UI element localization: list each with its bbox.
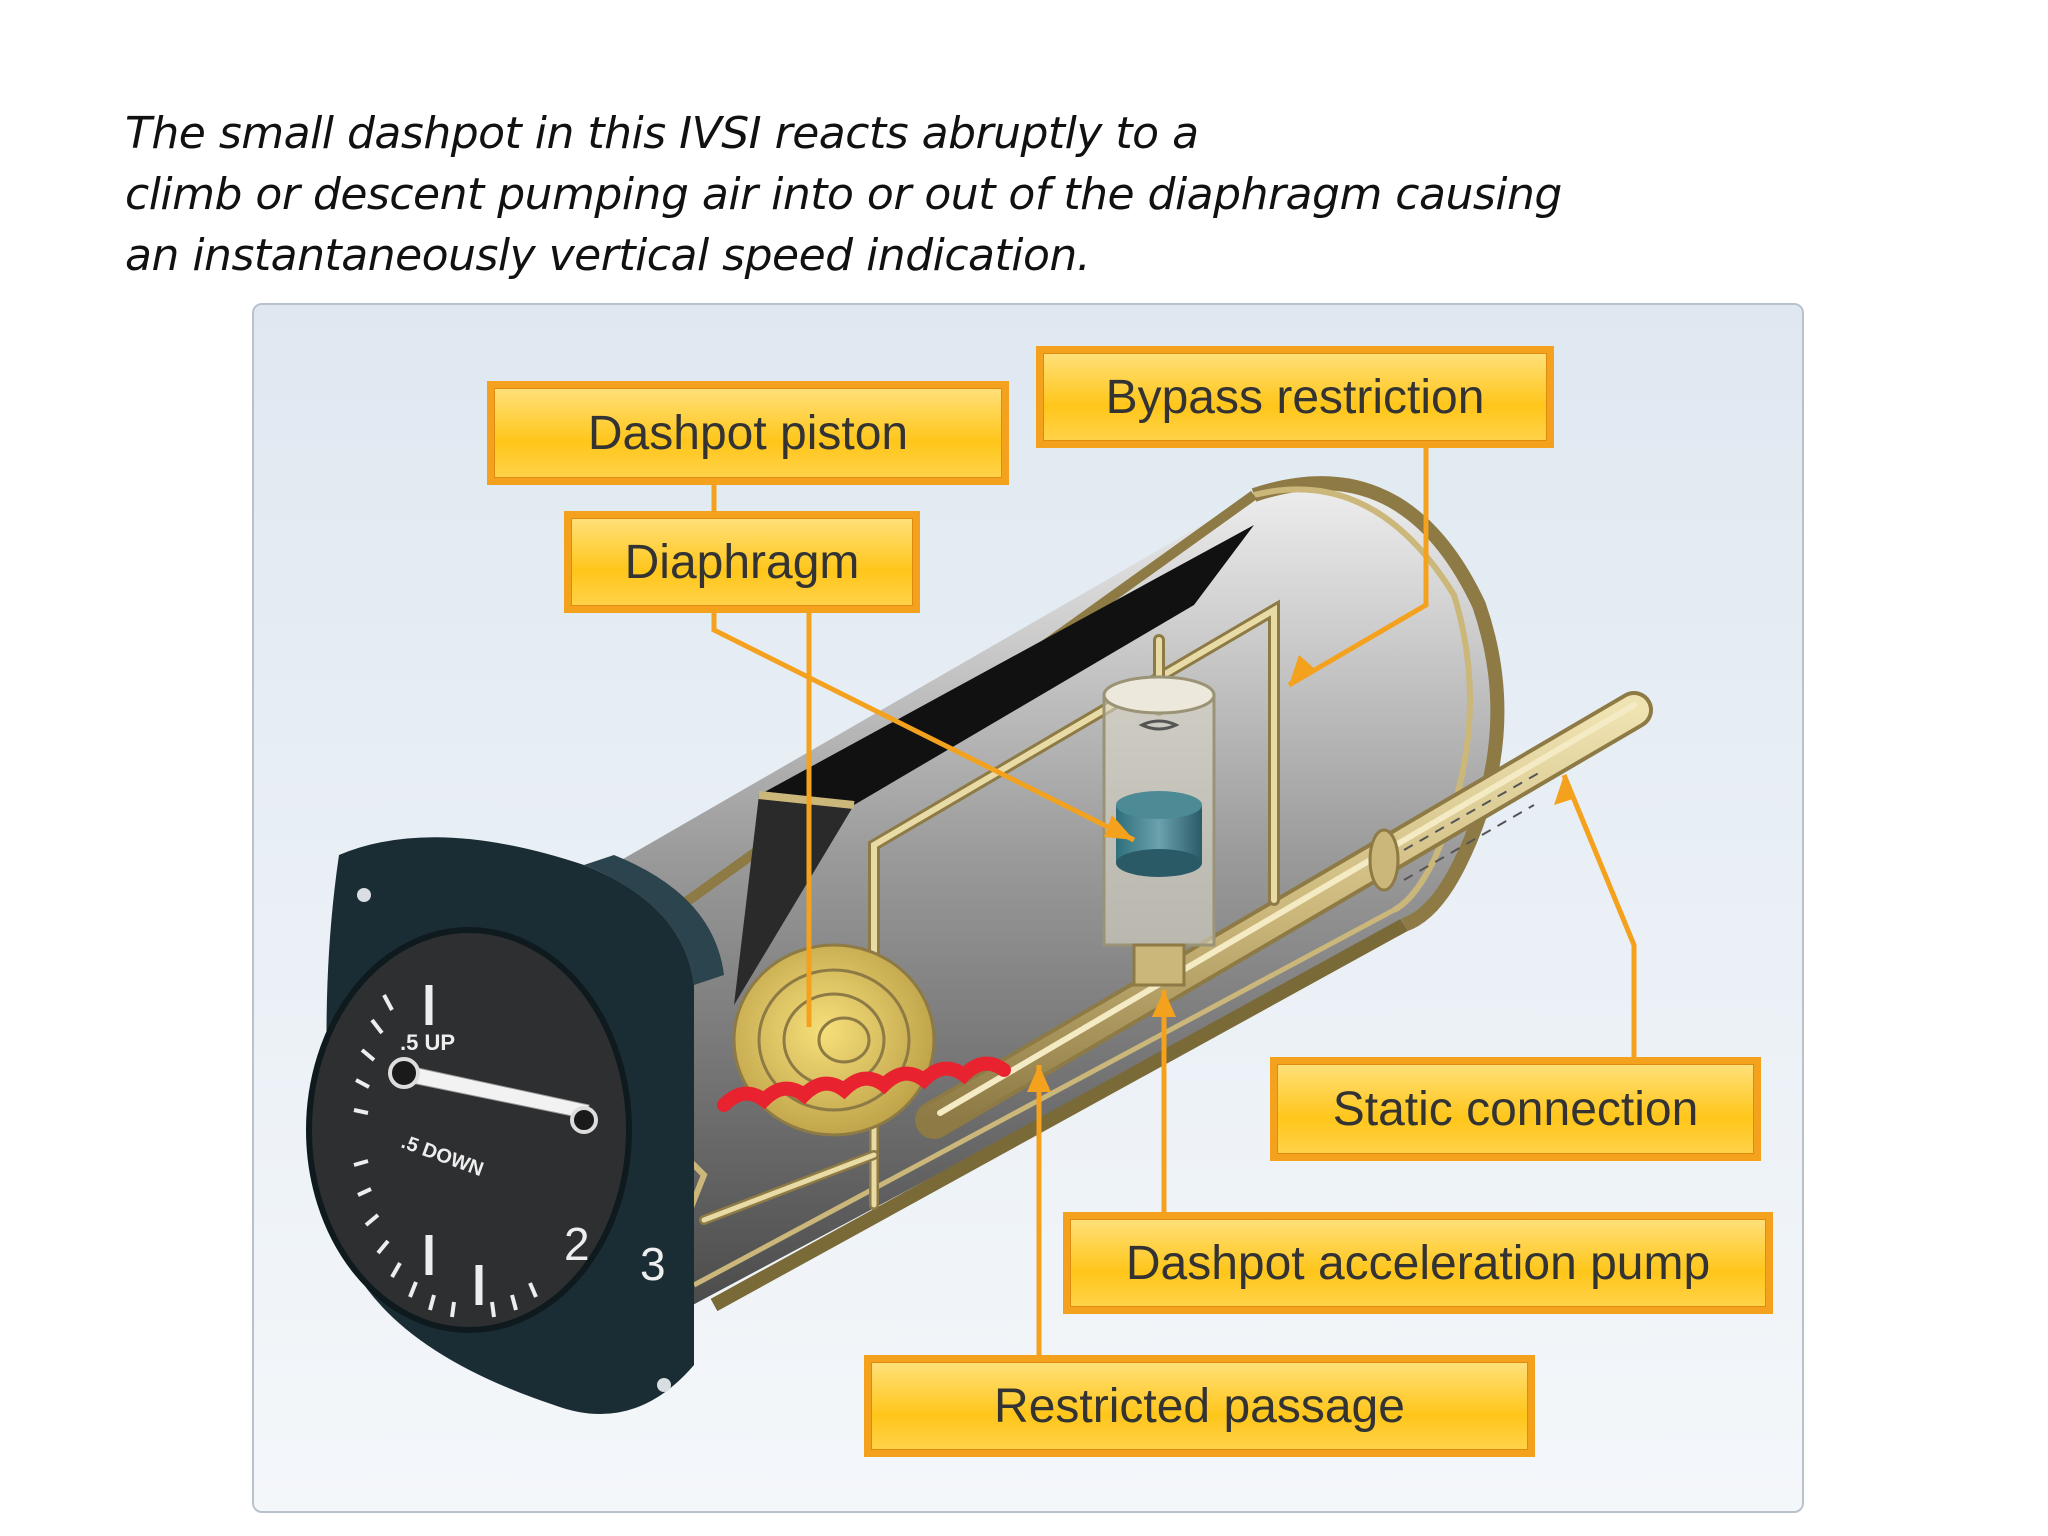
bolt-icon xyxy=(657,1378,671,1392)
bolt-icon xyxy=(357,888,371,902)
leader-lines xyxy=(711,438,1637,1358)
caption-line-3: an instantaneously vertical speed indica… xyxy=(125,230,1091,281)
gauge-dial xyxy=(306,927,632,1333)
static-connection-tube xyxy=(915,691,1653,1139)
needle-pivot-icon xyxy=(570,1106,598,1134)
leader-static-connection xyxy=(1561,774,1637,1100)
arrowhead-icon xyxy=(1104,815,1134,840)
leader-bypass-restriction xyxy=(1287,438,1429,688)
label-restricted-passage: Restricted passage xyxy=(864,1355,1535,1457)
leader-arrowheads xyxy=(1027,655,1576,1092)
caption-line-1: The small dashpot in this IVSI reacts ab… xyxy=(125,108,1199,159)
ivsi-diagram: .5 UP .5 DOWN 2 3 Dashpot piston Bypass … xyxy=(252,303,1804,1513)
arrowhead-icon xyxy=(1152,990,1176,1017)
ivsi-illustration: .5 UP .5 DOWN 2 3 xyxy=(254,305,1802,1511)
leader-dashpot-piston xyxy=(711,438,1136,843)
gauge-label-2: 2 xyxy=(564,1218,590,1270)
gauge-label-up: .5 UP xyxy=(400,1030,455,1055)
label-static-connection: Static connection xyxy=(1270,1057,1761,1161)
figure-caption: The small dashpot in this IVSI reacts ab… xyxy=(125,103,1725,286)
label-dashpot-acceleration-pump: Dashpot acceleration pump xyxy=(1063,1212,1773,1314)
needle-hub-icon xyxy=(388,1057,420,1089)
arrowhead-icon xyxy=(1289,655,1316,685)
label-bypass-restriction: Bypass restriction xyxy=(1036,346,1554,448)
dashpot-cylinder xyxy=(1102,675,1216,987)
label-diaphragm: Diaphragm xyxy=(564,511,920,613)
arrowhead-icon xyxy=(1554,775,1576,805)
plumbing xyxy=(699,599,1280,1225)
gauge-label-3: 3 xyxy=(640,1238,666,1290)
arrowhead-icon xyxy=(1027,1065,1051,1092)
diaphragm xyxy=(717,943,1011,1137)
gauge: .5 UP .5 DOWN 2 3 xyxy=(306,837,724,1414)
label-dashpot-piston: Dashpot piston xyxy=(487,381,1009,485)
caption-line-2: climb or descent pumping air into or out… xyxy=(125,169,1562,220)
